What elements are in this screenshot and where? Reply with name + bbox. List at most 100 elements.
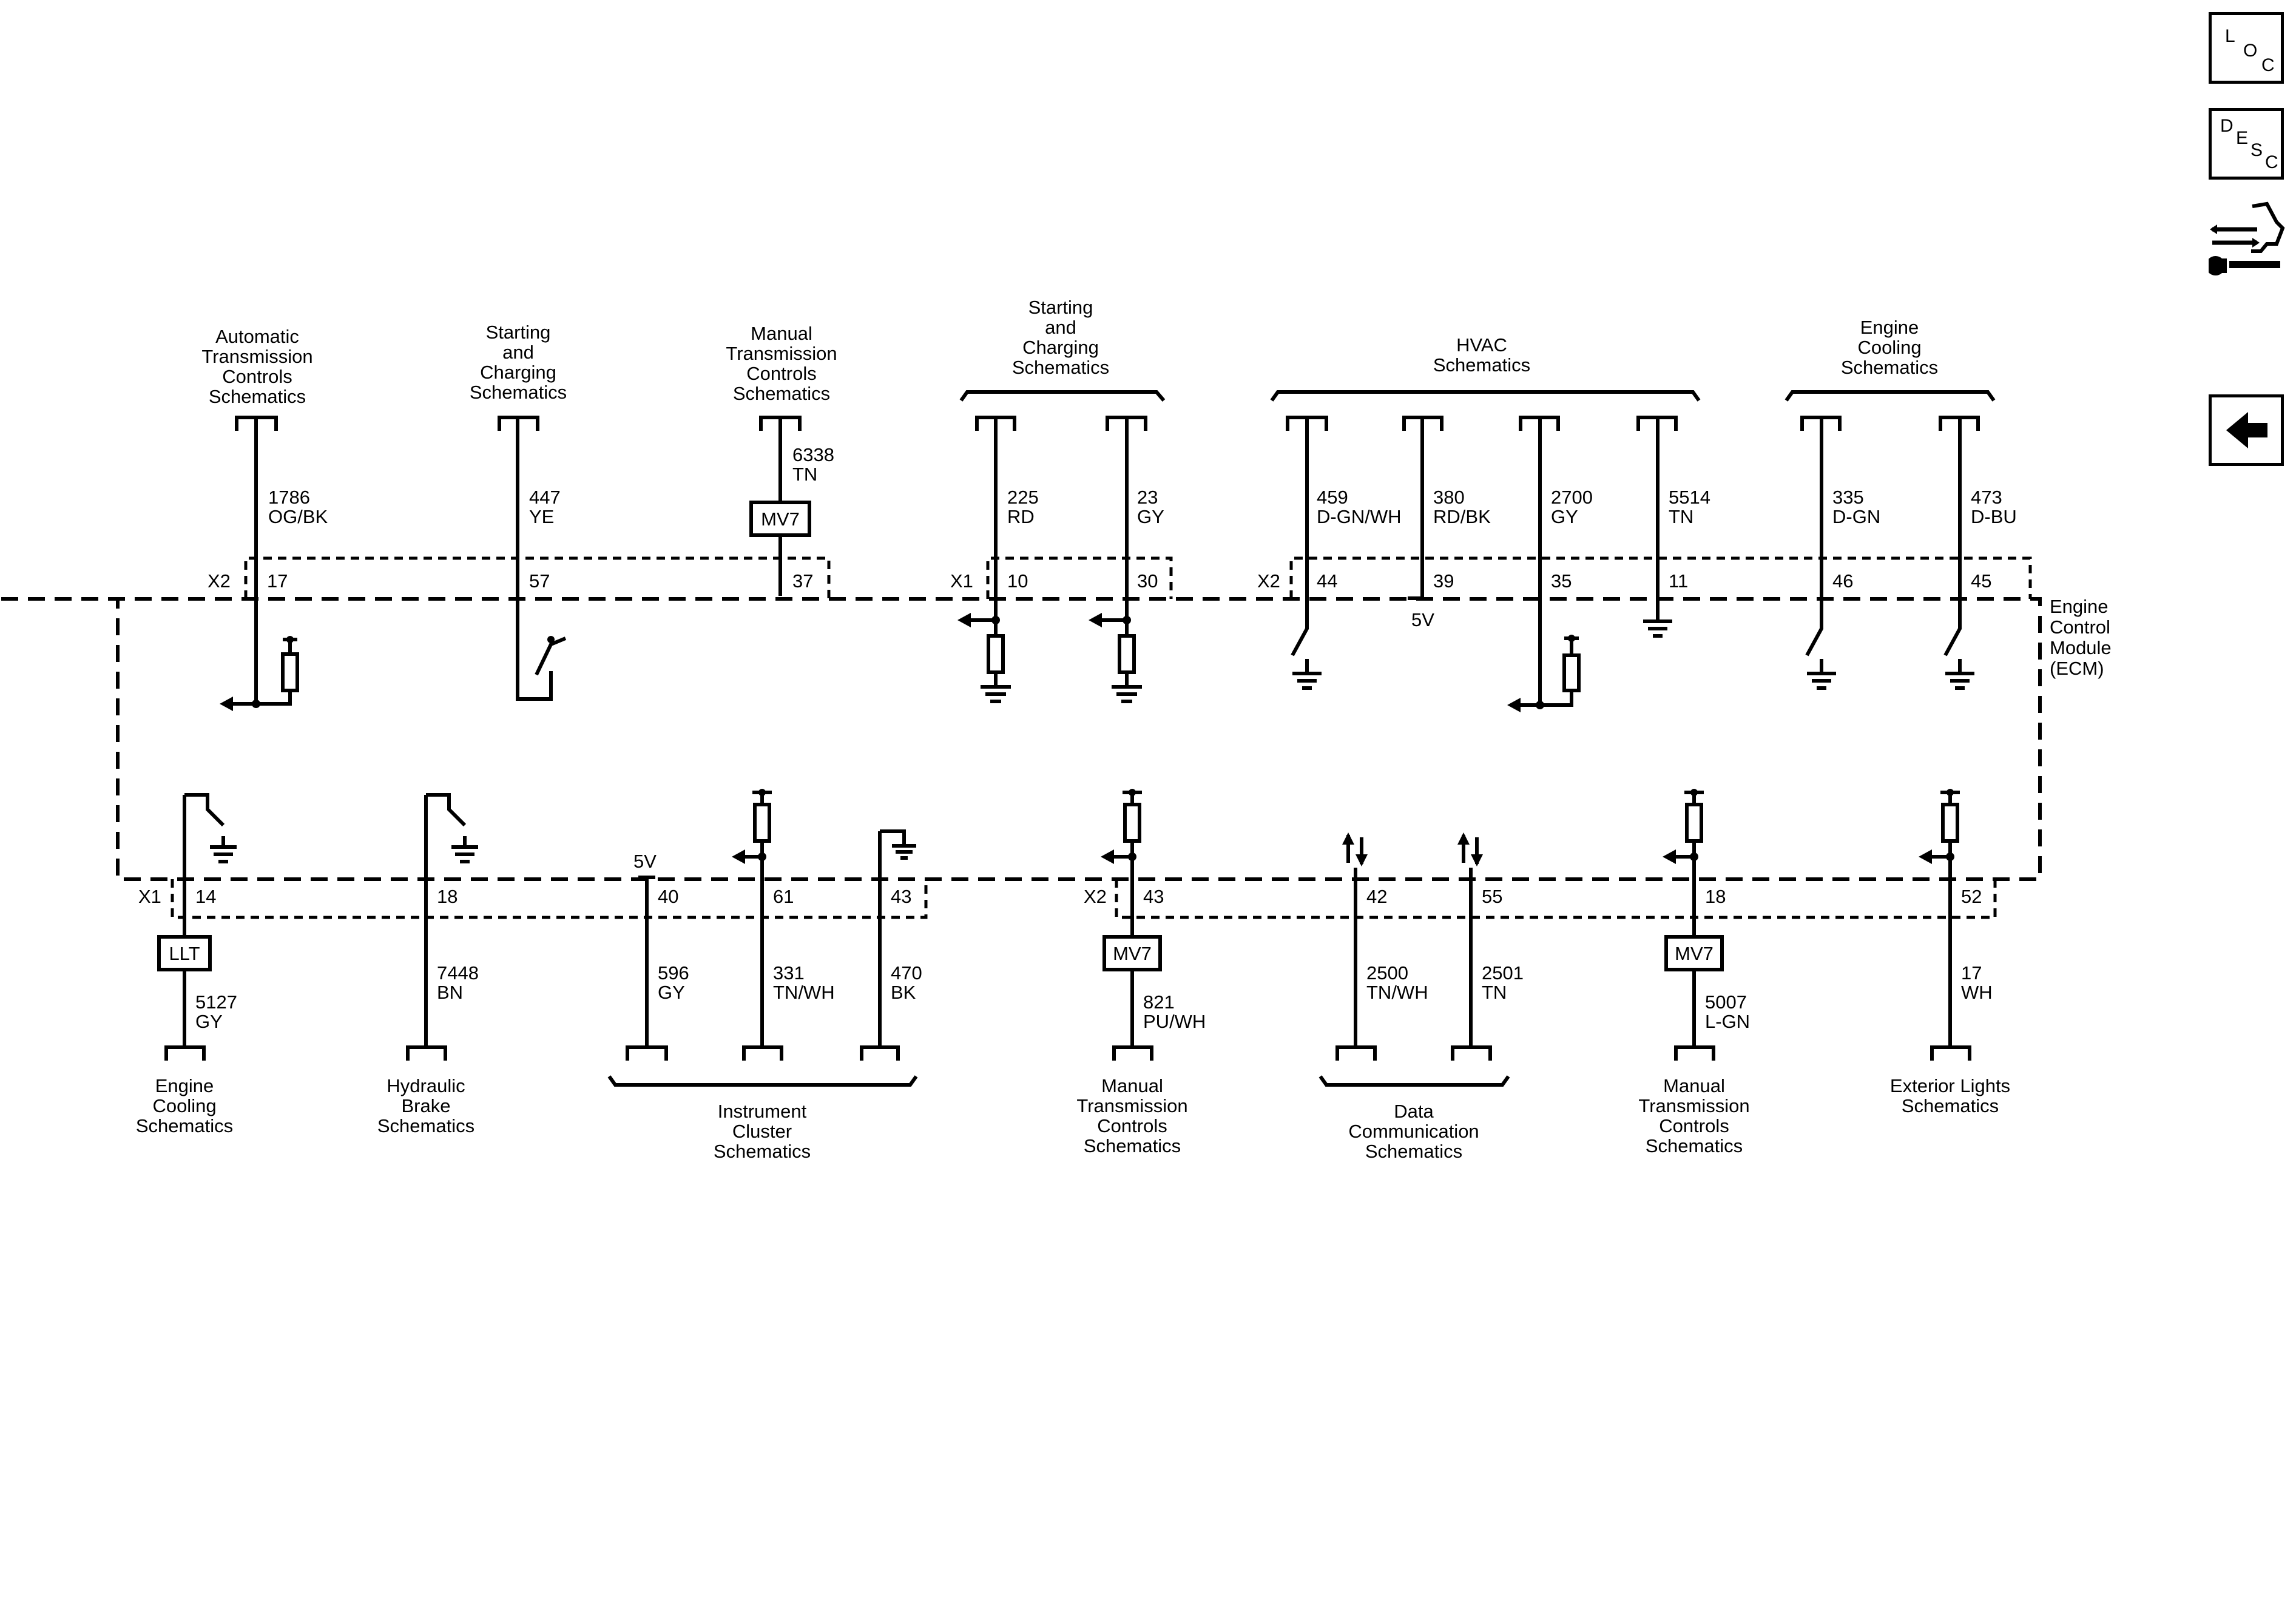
- circuit-number: 335: [1832, 487, 1864, 508]
- dest-label: Controls: [1659, 1115, 1729, 1136]
- pin-number: 18: [1705, 886, 1726, 907]
- pin-number: 61: [773, 886, 794, 907]
- pin-number: 40: [658, 886, 678, 907]
- wire-color: BK: [891, 982, 916, 1003]
- pin-number: 52: [1961, 886, 1982, 907]
- dest-label: Transmission: [1076, 1095, 1187, 1116]
- pin-number: 11: [1669, 570, 1688, 592]
- wire-color: L-GN: [1705, 1011, 1750, 1032]
- top-group-brackets: [959, 390, 1996, 402]
- pin-number: 43: [1143, 886, 1164, 907]
- circuit-number: 2700: [1551, 487, 1593, 508]
- connector-id: X2: [1084, 886, 1107, 907]
- pulldown-resistor-225: [987, 634, 1005, 674]
- top-g6: Engine Cooling Schematics 335 D-GN 46 47…: [1832, 317, 2017, 592]
- voltage-label: 5V: [633, 851, 657, 872]
- dest-label: Schematics: [1365, 1141, 1462, 1162]
- location-button[interactable]: L O C: [2209, 12, 2284, 84]
- splice-label: LLT: [169, 943, 200, 964]
- dest-label: Schematics: [136, 1115, 233, 1136]
- module-label-line1: Engine: [2050, 596, 2109, 617]
- description-button-letter: S: [2250, 140, 2263, 160]
- dest-label: Engine: [155, 1075, 214, 1096]
- circuit-number: 17: [1961, 962, 1982, 984]
- pullup-resistor-5007: [1685, 803, 1703, 843]
- connector-service-icon: [2206, 201, 2285, 275]
- splice-label: MV7: [1113, 943, 1152, 964]
- wire-color: GY: [1137, 506, 1164, 527]
- connector-bands: [171, 556, 2032, 919]
- pin-number: 18: [437, 886, 458, 907]
- circuit-number: 459: [1317, 487, 1348, 508]
- dest-label: Controls: [1097, 1115, 1167, 1136]
- pin-number: 17: [267, 570, 288, 592]
- wire-color: RD: [1007, 506, 1035, 527]
- bottom-g3: 5V 40 596 GY 61 331 TN/WH 43 470 BK Inst…: [633, 851, 922, 1162]
- back-button[interactable]: [2209, 394, 2284, 466]
- pin-number: 10: [1007, 570, 1028, 592]
- dest-label: Instrument: [718, 1101, 807, 1122]
- dest-label: Transmission: [1638, 1095, 1749, 1116]
- top-g5: HVAC Schematics X2 459 D-GN/WH 44 380 RD…: [1257, 334, 1710, 630]
- circuit-number: 821: [1143, 991, 1175, 1013]
- splice-label: MV7: [1675, 943, 1714, 964]
- dest-label: Starting: [486, 322, 551, 343]
- connector-service-icon[interactable]: [2206, 201, 2285, 280]
- dest-label: HVAC: [1456, 334, 1507, 356]
- bottom-components: [157, 803, 1959, 971]
- module-label: Engine Control Module (ECM): [2050, 596, 2112, 679]
- dest-label: Cooling: [152, 1095, 216, 1116]
- circuit-number: 5514: [1669, 487, 1710, 508]
- ecm-module-outline: [1, 597, 2042, 881]
- circuit-number: 7448: [437, 962, 479, 984]
- circuit-number: 596: [658, 962, 689, 984]
- pullup-resistor-17: [1941, 803, 1959, 843]
- circuit-number: 470: [891, 962, 922, 984]
- description-button-letter: C: [2265, 152, 2278, 172]
- dest-label: Schematics: [714, 1141, 811, 1162]
- wire-color: D-GN/WH: [1317, 506, 1401, 527]
- dest-label: Brake: [402, 1095, 451, 1116]
- top-c1: Automatic Transmission Controls Schemati…: [201, 326, 328, 592]
- dest-label: and: [502, 342, 534, 363]
- location-button-letter: C: [2261, 55, 2275, 75]
- connector-id: X2: [208, 570, 231, 592]
- wire-color: TN: [792, 464, 817, 485]
- dest-label: and: [1045, 317, 1076, 338]
- pullup-resistor-2700: [1562, 653, 1581, 692]
- module-label-line2: Control: [2050, 616, 2110, 638]
- pin-number: 42: [1366, 886, 1387, 907]
- pin-number: 55: [1482, 886, 1502, 907]
- dest-label: Engine: [1860, 317, 1919, 338]
- dest-label: Data: [1394, 1101, 1434, 1122]
- description-button[interactable]: D E S C: [2209, 108, 2284, 180]
- pin-number: 37: [792, 570, 813, 592]
- circuit-number: 2500: [1366, 962, 1408, 984]
- pin-number: 14: [195, 886, 216, 907]
- circuit-number: 380: [1433, 487, 1465, 508]
- dest-label: Transmission: [726, 343, 837, 364]
- pin-number: 30: [1137, 570, 1158, 592]
- top-junctions: [220, 613, 1575, 712]
- dest-label: Charging: [1022, 337, 1099, 358]
- bottom-junctions: [732, 789, 1954, 866]
- wire-color: PU/WH: [1143, 1011, 1206, 1032]
- splice-mv7-bottom-2: [1664, 935, 1724, 971]
- pin-number: 35: [1551, 570, 1572, 592]
- circuit-number: 2501: [1482, 962, 1524, 984]
- wire-color: GY: [195, 1011, 223, 1032]
- wire-color: RD/BK: [1433, 506, 1491, 527]
- top-components: [281, 501, 1581, 692]
- bottom-b2: 18 7448 BN Hydraulic Brake Schematics: [377, 886, 479, 1136]
- module-label-line4: (ECM): [2050, 658, 2104, 679]
- dest-label: Schematics: [377, 1115, 474, 1136]
- dest-label: Schematics: [733, 383, 830, 404]
- dest-label: Manual: [751, 323, 812, 344]
- splice-mv7-bottom-1: [1102, 935, 1162, 971]
- connector-id: X1: [138, 886, 161, 907]
- wire-color: TN/WH: [773, 982, 835, 1003]
- dest-label: Charging: [480, 362, 556, 383]
- bottom-g5: 42 2500 TN/WH 55 2501 TN Data Communicat…: [1348, 886, 1524, 1162]
- pin-number: 45: [1971, 570, 1991, 592]
